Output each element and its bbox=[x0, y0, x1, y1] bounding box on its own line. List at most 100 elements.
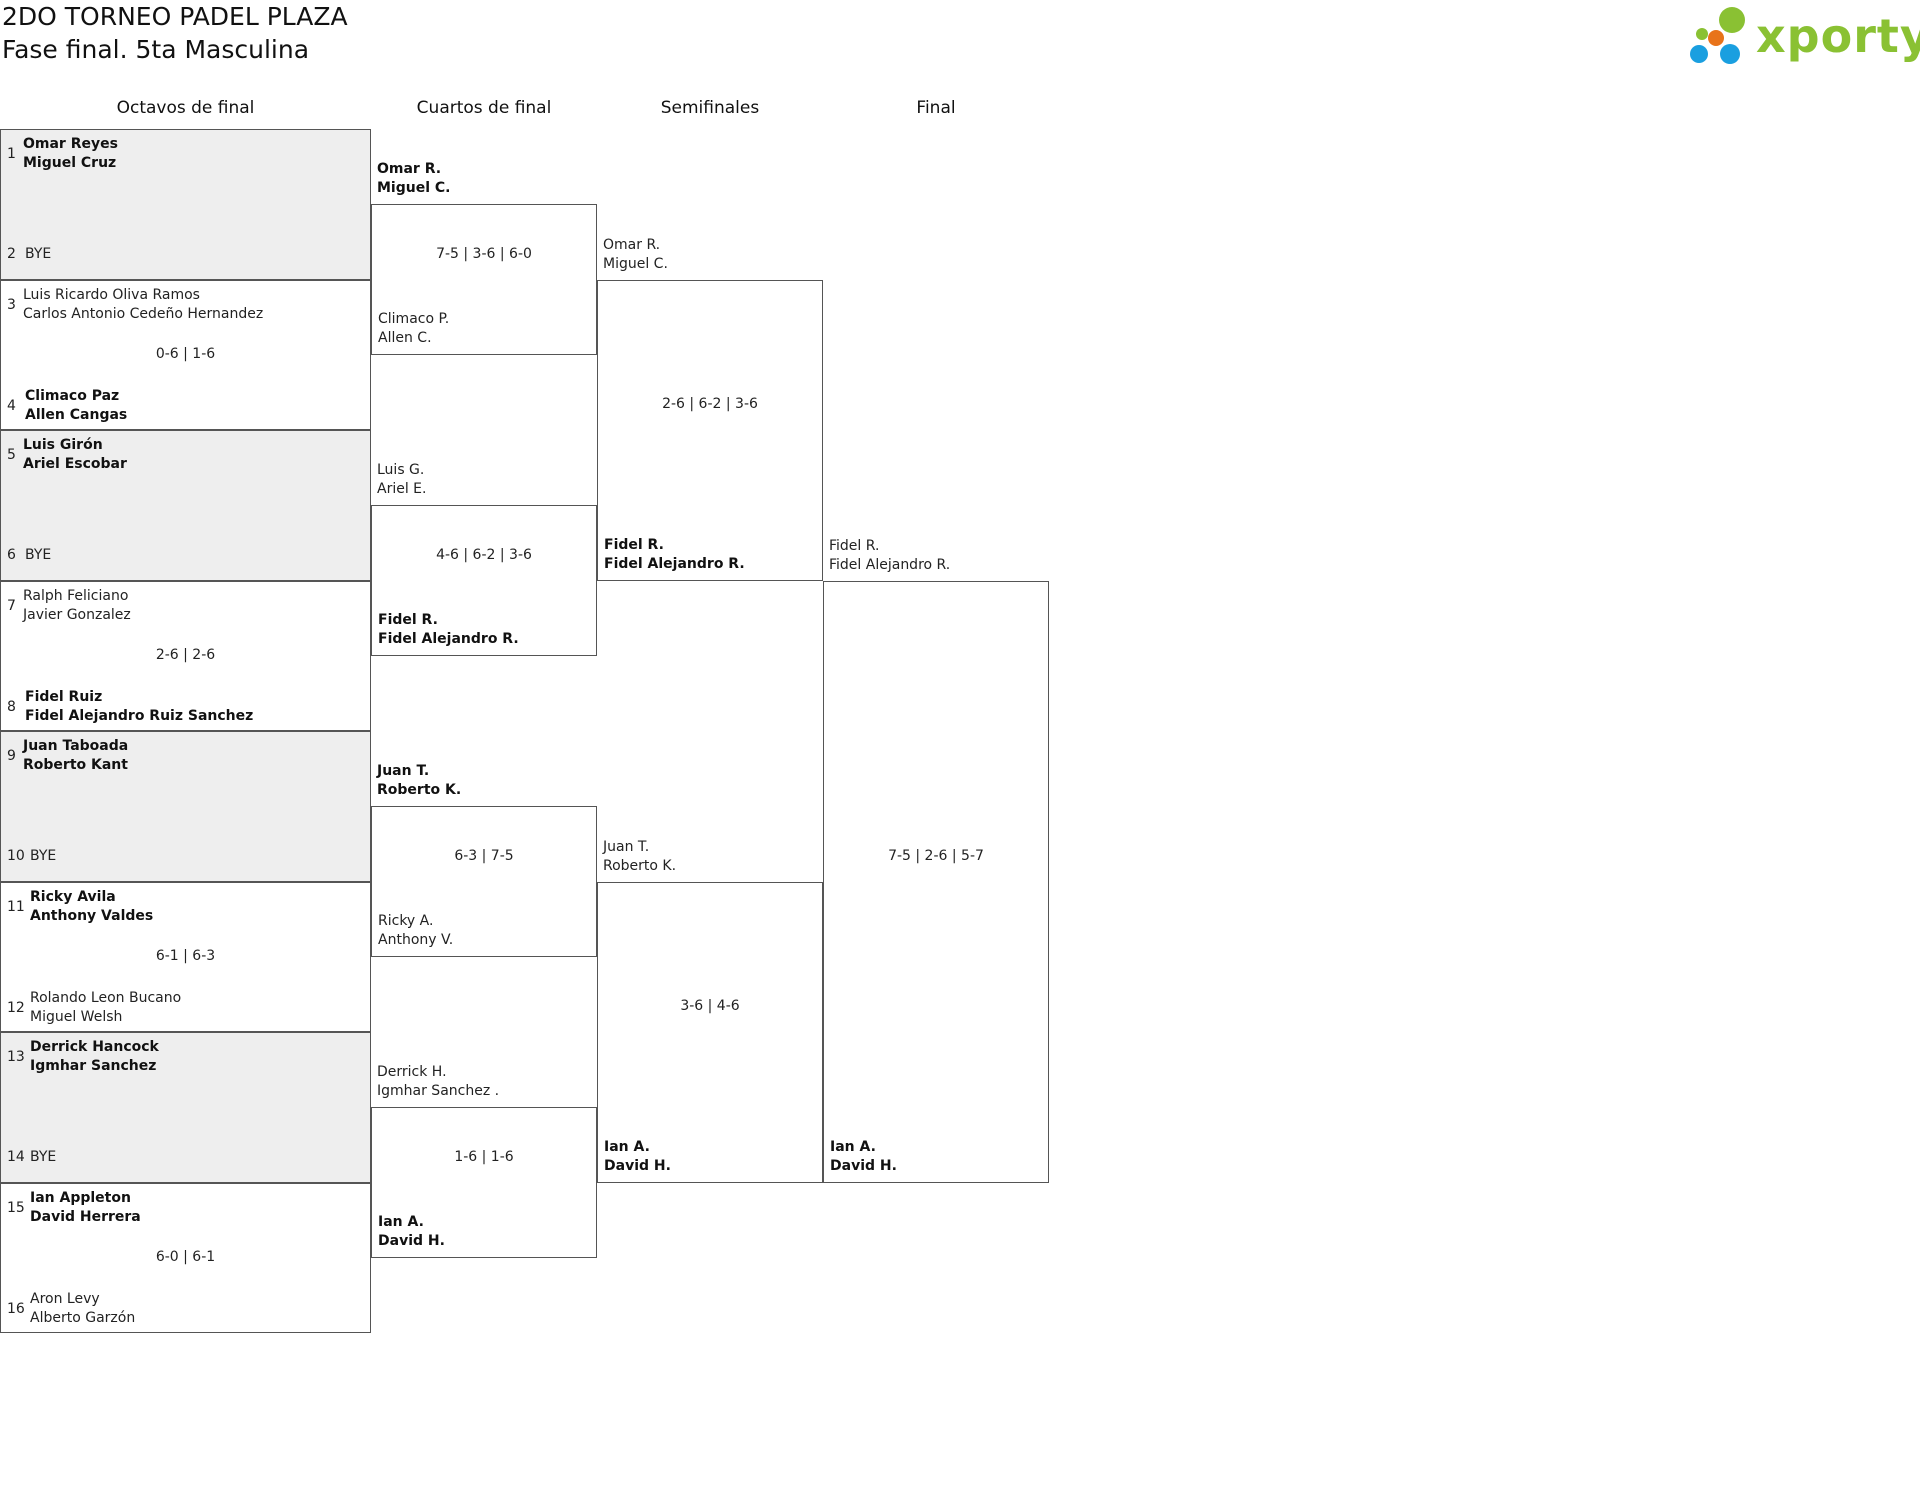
team-entry: Ian A.David H. bbox=[830, 1138, 897, 1176]
player-name: Miguel Cruz bbox=[23, 155, 117, 171]
player-name: Ian Appleton bbox=[30, 1189, 131, 1206]
player-name: Fidel R. bbox=[829, 537, 880, 554]
player-name: Roberto K. bbox=[603, 857, 677, 874]
seed-number: 12 bbox=[7, 999, 25, 1016]
player-name: Luis G. bbox=[377, 462, 425, 479]
player-name: BYE bbox=[30, 848, 57, 864]
team-entry: Derrick H.Igmhar Sanchez . bbox=[377, 1063, 499, 1101]
phase-subtitle: Fase final. 5ta Masculina bbox=[2, 35, 310, 64]
team-entry: Ricky A. Anthony V. bbox=[378, 912, 453, 950]
match-score: 0-6 | 1-6 bbox=[155, 345, 216, 362]
player-name: Roberto K. bbox=[377, 782, 462, 799]
seed-number: 8 bbox=[7, 698, 16, 715]
player-name: Anthony V. bbox=[378, 931, 454, 948]
player-name: Anthony Valdes bbox=[30, 907, 154, 924]
player-name: Roberto Kant bbox=[23, 757, 128, 773]
player-name: Fidel Alejandro R. bbox=[378, 630, 519, 647]
seed-number: 5 bbox=[7, 447, 16, 463]
team-entry: Fidel R.Fidel Alejandro R. bbox=[378, 611, 519, 649]
team-entry: BYE bbox=[30, 847, 56, 866]
player-name: Fidel Ruiz bbox=[25, 688, 103, 705]
player-name: Ariel E. bbox=[377, 481, 427, 498]
player-name: Juan Taboada bbox=[23, 738, 129, 754]
player-name: Juan T. bbox=[377, 763, 430, 780]
player-name: Derrick H. bbox=[377, 1064, 447, 1081]
team-entry: Luis G. Ariel E. bbox=[377, 461, 426, 499]
player-name: Ian A. bbox=[604, 1138, 650, 1155]
player-name: Fidel Alejandro R. bbox=[829, 556, 951, 573]
team-entry: Climaco P.Allen C. bbox=[378, 310, 449, 348]
player-name: Derrick Hancock bbox=[30, 1039, 159, 1055]
team-entry: Ian A. David H. bbox=[378, 1213, 445, 1251]
match-score: 3-6 | 4-6 bbox=[680, 998, 740, 1014]
player-name: Omar R. bbox=[377, 161, 442, 178]
logo-dot-green-small bbox=[1696, 28, 1708, 40]
player-name: Rolando Leon Bucano bbox=[30, 989, 182, 1006]
player-name: Fidel Alejandro Ruiz Sanchez bbox=[25, 707, 254, 724]
player-name: David H. bbox=[378, 1232, 445, 1249]
player-name: Carlos Antonio Cedeño Hernandez bbox=[23, 305, 264, 322]
player-name: Ricky A. bbox=[378, 912, 434, 929]
seed-number: 4 bbox=[7, 397, 16, 414]
seed-number: 1 bbox=[7, 146, 16, 162]
player-name: David H. bbox=[604, 1157, 671, 1174]
team-entry: Juan T. Roberto K. bbox=[603, 838, 676, 876]
player-name: Allen Cangas bbox=[25, 406, 128, 423]
team-entry: Ian A. David H. bbox=[604, 1138, 671, 1176]
player-name: Ian A. bbox=[378, 1213, 424, 1230]
dots-icon bbox=[1690, 7, 1745, 64]
seed-number: 2 bbox=[7, 246, 16, 262]
round-header-2: Semifinales bbox=[660, 98, 760, 118]
match-score: 6-0 | 6-1 bbox=[155, 1248, 216, 1265]
player-name: Omar Reyes bbox=[23, 136, 118, 152]
seed-number: 13 bbox=[7, 1049, 25, 1065]
team-entry: Fidel R.Fidel Alejandro R. bbox=[604, 536, 745, 574]
match-score: 2-6 | 2-6 bbox=[155, 646, 216, 663]
seed-number: 16 bbox=[7, 1300, 25, 1317]
seed-number: 10 bbox=[7, 848, 25, 864]
match-score: 2-6 | 6-2 | 3-6 bbox=[662, 396, 758, 412]
player-name: Juan T. bbox=[603, 838, 650, 855]
logo-dot-orange bbox=[1708, 30, 1724, 46]
round-header-1: Cuartos de final bbox=[416, 98, 552, 118]
player-name: BYE bbox=[25, 246, 52, 262]
match-score: 6-1 | 6-3 bbox=[155, 947, 216, 964]
match-score: 7-5 | 3-6 | 6-0 bbox=[436, 245, 532, 262]
player-name: David H. bbox=[830, 1157, 897, 1174]
player-name: Alberto Garzón bbox=[30, 1309, 136, 1326]
logo-dot-blue bbox=[1690, 45, 1708, 63]
team-entry: BYE bbox=[25, 546, 51, 565]
match-score: 6-3 | 7-5 bbox=[454, 847, 514, 864]
player-name: Fidel Alejandro R. bbox=[604, 555, 745, 572]
player-name: Climaco P. bbox=[378, 310, 450, 327]
team-entry: BYE bbox=[25, 245, 51, 264]
match-score: 4-6 | 6-2 | 3-6 bbox=[436, 546, 532, 563]
team-entry: Omar R.Miguel C. bbox=[603, 236, 668, 274]
seed-number: 6 bbox=[7, 547, 16, 563]
seed-number: 14 bbox=[7, 1149, 25, 1165]
player-name: Miguel C. bbox=[377, 180, 451, 197]
player-name: Luis Ricardo Oliva Ramos bbox=[23, 286, 200, 303]
player-name: Omar R. bbox=[603, 236, 661, 253]
